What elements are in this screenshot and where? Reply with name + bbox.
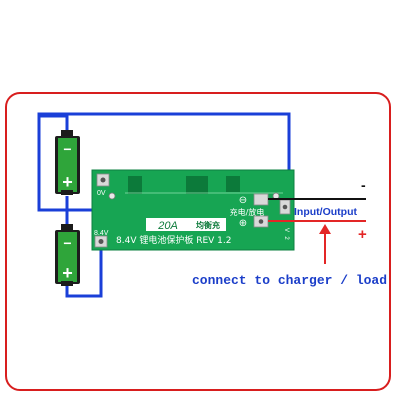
input-output-label: Input/Output (294, 206, 357, 218)
badge-20a: 20A (157, 220, 178, 232)
connect-caption: connect to charger / load (192, 273, 387, 288)
battery-top: − + (55, 130, 80, 195)
pad-84v-label: 8.4V (94, 230, 109, 237)
pad-plus-symbol: ⊕ (239, 218, 247, 229)
battery-bottom-minus: − (63, 235, 71, 251)
badge-balance: 均衡充 (196, 220, 220, 230)
battery-top-plus: + (62, 172, 73, 192)
battery-bottom: − + (55, 224, 80, 286)
wire-left-vertical (37, 114, 67, 212)
outer-frame (5, 92, 391, 391)
battery-top-minus: − (63, 141, 71, 157)
protection-board: 0V 8.4V V 2 ⊖ 充电/放电 ⊕ 20A 均衡充 8.4V 锂电池保护… (91, 169, 295, 251)
pad-minus-symbol: ⊖ (239, 195, 247, 206)
output-plus-sign: + (358, 226, 367, 243)
pad-right-voltage: V (283, 228, 289, 232)
pad-right-number: 2 (283, 236, 289, 240)
wire-84v (65, 236, 103, 298)
battery-bottom-plus: + (62, 263, 73, 283)
arrow-to-wires (319, 224, 331, 264)
pad-0v-label: 0V (97, 190, 106, 197)
board-title: 8.4V 锂电池保护板 REV 1.2 (116, 234, 231, 246)
output-minus-sign: - (361, 177, 366, 193)
charge-discharge-label: 充电/放电 (230, 207, 265, 217)
